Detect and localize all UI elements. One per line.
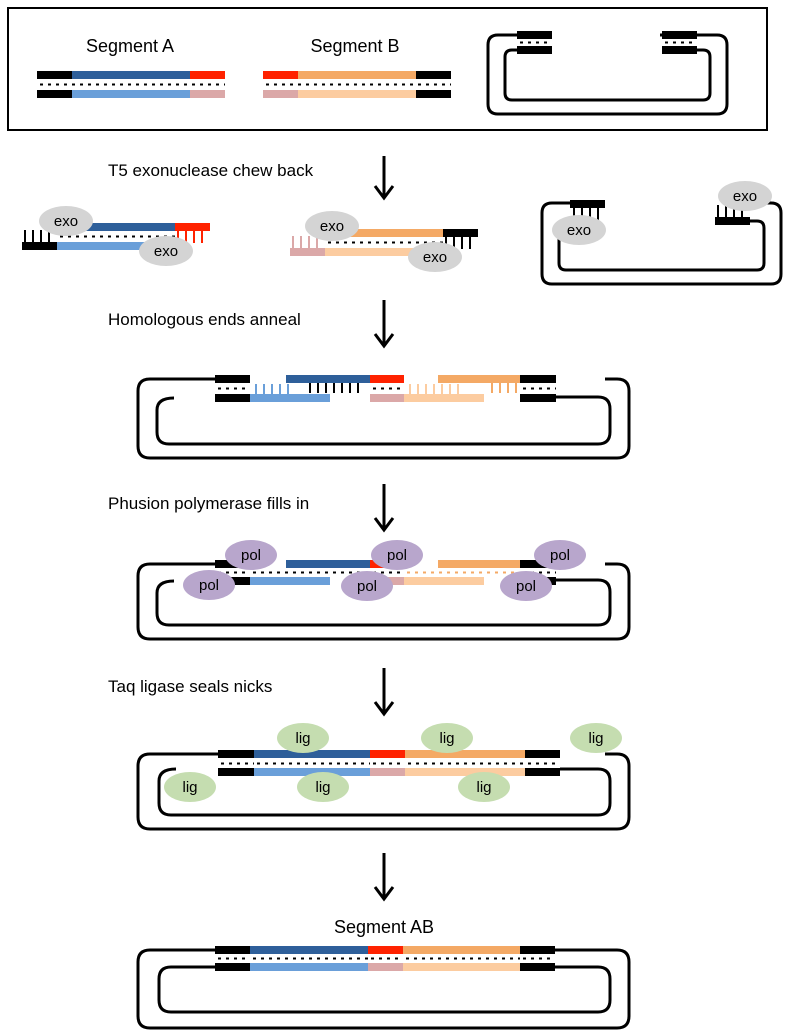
step-seal-label: Taq ligase seals nicks [108, 677, 272, 696]
svg-text:lig: lig [295, 730, 310, 747]
starting-materials-box [7, 7, 768, 131]
chewed-segment-b [290, 229, 478, 256]
arrow-4 [373, 668, 395, 717]
segment-a-label: Segment A [86, 36, 174, 56]
exo-enzyme: exo [305, 211, 359, 241]
segment-b [263, 71, 451, 98]
lig-enzyme: lig [277, 723, 329, 753]
svg-text:exo: exo [320, 218, 344, 235]
svg-text:pol: pol [241, 547, 261, 564]
lig-enzyme: lig [164, 772, 216, 802]
svg-text:lig: lig [315, 779, 330, 796]
svg-text:exo: exo [567, 222, 591, 239]
chewed-segment-a [22, 223, 210, 250]
svg-text:pol: pol [357, 578, 377, 595]
segment-b-label: Segment B [310, 36, 399, 56]
segment-ab-construct [136, 946, 631, 1030]
pol-enzyme: pol [500, 571, 552, 601]
exo-enzyme: exo [552, 215, 606, 245]
svg-text:pol: pol [516, 578, 536, 595]
svg-text:pol: pol [387, 547, 407, 564]
segment-ab-label: Segment AB [334, 917, 434, 937]
arrow-3 [373, 484, 395, 533]
svg-text:lig: lig [588, 730, 603, 747]
pol-enzyme: pol [183, 570, 235, 600]
exo-enzyme: exo [718, 181, 772, 211]
pol-enzyme: pol [225, 540, 277, 570]
exo-enzyme: exo [139, 236, 193, 266]
step-chew-back-label: T5 exonuclease chew back [108, 161, 314, 180]
lig-enzyme: lig [297, 772, 349, 802]
arrow-1 [373, 156, 395, 201]
pol-enzyme: pol [371, 540, 423, 570]
svg-text:lig: lig [182, 779, 197, 796]
pol-enzyme: pol [341, 571, 393, 601]
arrow-2 [373, 300, 395, 349]
arrow-5 [373, 853, 395, 902]
lig-enzyme: lig [458, 772, 510, 802]
svg-text:exo: exo [733, 188, 757, 205]
ligated-construct [136, 750, 631, 831]
svg-text:exo: exo [54, 213, 78, 230]
step-anneal-label: Homologous ends anneal [108, 310, 301, 329]
svg-text:pol: pol [550, 547, 570, 564]
svg-text:exo: exo [423, 249, 447, 266]
segment-a [37, 71, 225, 98]
svg-text:lig: lig [476, 779, 491, 796]
svg-text:pol: pol [199, 577, 219, 594]
lig-enzyme: lig [570, 723, 622, 753]
pol-enzyme: pol [534, 540, 586, 570]
annealed-construct [136, 375, 631, 460]
vector [486, 31, 729, 116]
step-fill-in-label: Phusion polymerase fills in [108, 494, 309, 513]
svg-text:lig: lig [439, 730, 454, 747]
exo-enzyme: exo [39, 206, 93, 236]
lig-enzyme: lig [421, 723, 473, 753]
svg-text:exo: exo [154, 243, 178, 260]
exo-enzyme: exo [408, 242, 462, 272]
